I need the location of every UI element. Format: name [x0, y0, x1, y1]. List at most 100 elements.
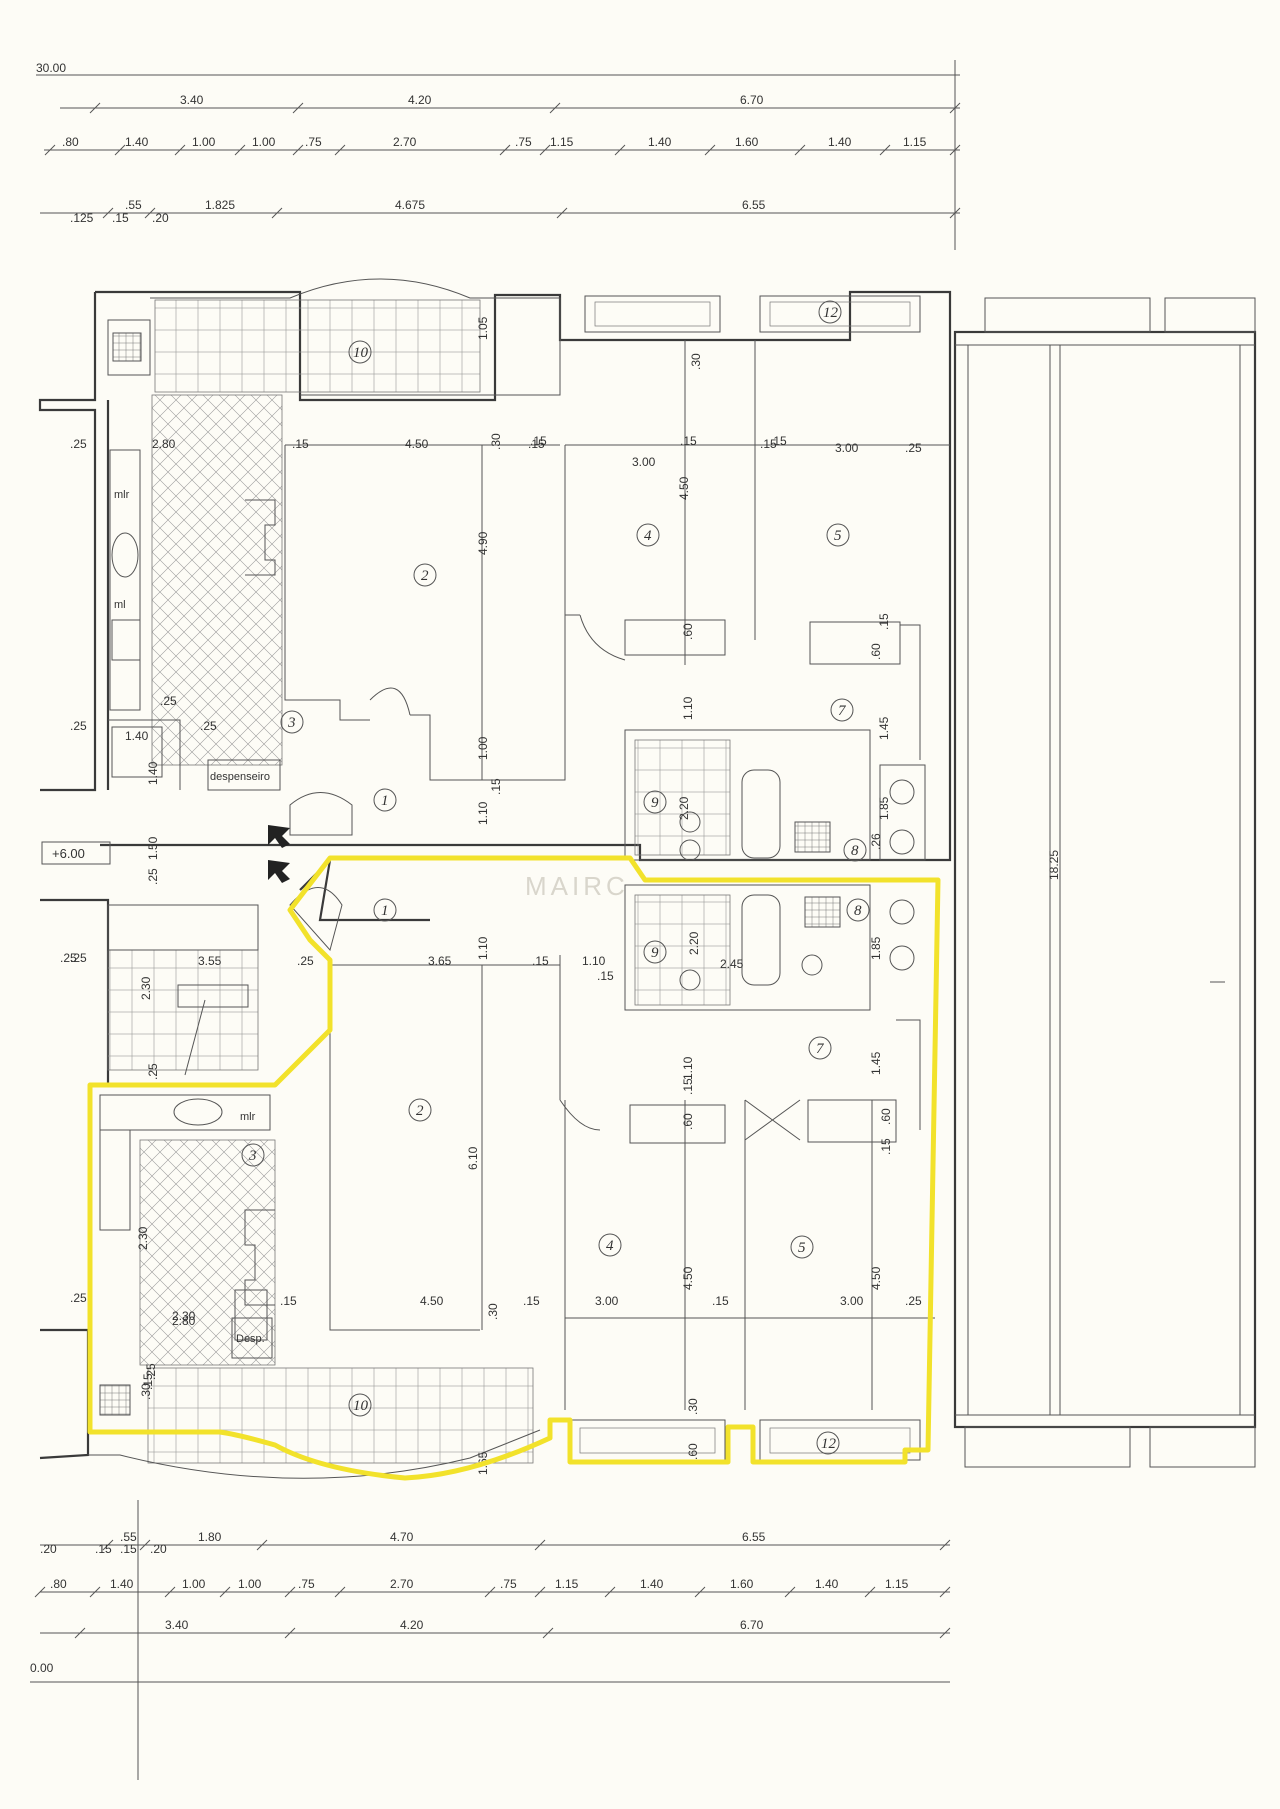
room-10-lower: 10: [353, 1398, 369, 1414]
dim-top-2-tick: [234, 144, 246, 156]
dim-bottom-2-label: 2.70: [390, 1577, 414, 1591]
room-9-lower: 9: [651, 945, 659, 961]
dim-bottom-2-tick: [89, 1586, 101, 1598]
dim-bottom-1-tick: [256, 1539, 268, 1551]
lower-dims-label: .30: [486, 1303, 500, 1320]
dim-bottom-2-tick: [604, 1586, 616, 1598]
upper-dims-label: .25: [200, 719, 217, 733]
upper-dims-label: .30: [489, 433, 503, 450]
room-9-upper: 9: [651, 795, 659, 811]
dim-bottom-2-tick: [284, 1586, 296, 1598]
dim-bottom-1-small-label: .15: [120, 1542, 137, 1556]
lower-dims-label: 4.50: [869, 1266, 883, 1290]
dim-top-3-label: 4.675: [395, 198, 425, 212]
lower-dims-label: 2.80: [172, 1314, 196, 1328]
upper-dims-label: .15: [530, 434, 547, 448]
upper-dims-label: 1.85: [877, 796, 891, 820]
upper-room-numbers: 10 12 2 4 5 7 3 1 9 8 despenseiro mlr ml: [114, 300, 867, 862]
lower-dims-label: .15: [597, 969, 614, 983]
upper-dims-label: 2.80: [152, 437, 176, 451]
cabinet-label-lower: mlr: [240, 1111, 256, 1123]
lower-dims-label: .25: [144, 1363, 158, 1380]
dim-bottom-2-label: 1.40: [110, 1577, 134, 1591]
room-12-upper: 12: [823, 305, 839, 321]
dim-top-3-small-label: .15: [112, 211, 129, 225]
room-3-lower: 3: [248, 1148, 257, 1164]
dim-top-3-tick: [949, 207, 961, 219]
lower-dims-label: .25: [297, 954, 314, 968]
lower-dims-label: 1.10: [681, 1056, 695, 1080]
dim-top-2-tick: [704, 144, 716, 156]
pantry-label-upper: despenseiro: [210, 771, 270, 783]
upper-dims-label: .15: [760, 437, 777, 451]
watermark: MAIRC: [525, 871, 629, 901]
dim-top-2-label: 1.15: [550, 135, 574, 149]
room-1-upper: 1: [381, 793, 389, 809]
pantry-label-lower: Desp.: [236, 1333, 265, 1345]
upper-dims-label: 1.10: [681, 696, 695, 720]
lower-dims-label: .15: [532, 954, 549, 968]
dim-top-2-label: 1.40: [125, 135, 149, 149]
dim-bottom-2-label: 1.00: [238, 1577, 262, 1591]
lower-dims-label: .15: [712, 1294, 729, 1308]
upper-apartment: [38, 278, 952, 883]
lower-dims-label: 3.00: [595, 1294, 619, 1308]
dim-bottom-2-label: 1.40: [815, 1577, 839, 1591]
lower-dims-label: 2.30: [136, 1226, 150, 1250]
dim-top-2-label: 1.00: [192, 135, 216, 149]
dim-top-2-label: 1.60: [735, 135, 759, 149]
dim-bottom-1-small-label: .20: [40, 1542, 57, 1556]
dim-top-2-tick: [114, 144, 126, 156]
dim-bottom-2-tick: [939, 1586, 951, 1598]
side-dimension: 18.25: [1047, 850, 1061, 880]
lower-dims-label: .15: [141, 1373, 155, 1390]
upper-dims-label: 4.50: [405, 437, 429, 451]
lower-dims-label: .25: [146, 1063, 160, 1080]
dim-bottom-3-tick: [74, 1627, 86, 1639]
dim-top-2-label: .75: [515, 135, 532, 149]
lower-dims-label: .25: [60, 951, 77, 965]
dim-top-2-tick: [292, 144, 304, 156]
upper-dims-label: .25: [905, 441, 922, 455]
lower-dims-label: 1.85: [869, 936, 883, 960]
upper-dims-label: 1.40: [125, 729, 149, 743]
dim-top-2-label: 1.15: [903, 135, 927, 149]
lower-dims-label: .15: [523, 1294, 540, 1308]
dim-bottom-3-label: 4.20: [400, 1618, 424, 1632]
dim-bottom-1-tick: [102, 1539, 114, 1551]
dim-top-2-tick: [334, 144, 346, 156]
room-1-lower: 1: [381, 903, 389, 919]
dim-top-2-tick: [794, 144, 806, 156]
upper-dims-label: .25: [160, 694, 177, 708]
upper-dims-label: .25: [70, 719, 87, 733]
cabinet-label-upper-2: ml: [114, 599, 126, 611]
room-2-upper: 2: [421, 568, 429, 584]
dim-top-1-label: 3.40: [180, 93, 204, 107]
upper-dims-label: .60: [869, 643, 883, 660]
upper-dims-label: 1.40: [146, 761, 160, 785]
room-7-upper: 7: [838, 703, 847, 719]
lower-dims-label: .60: [879, 1108, 893, 1125]
dim-bottom-2-label: 1.15: [885, 1577, 909, 1591]
dim-top-2-tick: [499, 144, 511, 156]
room-5-upper: 5: [834, 528, 842, 544]
lower-dims-label: .25: [905, 1294, 922, 1308]
lower-apartment: [39, 856, 935, 1479]
dim-bottom-1-small-label: .20: [150, 1542, 167, 1556]
dim-bottom-2-tick: [784, 1586, 796, 1598]
upper-dims-label: .60: [681, 623, 695, 640]
stair-level: +6.00: [41, 841, 111, 865]
dim-top-3-label: 1.825: [205, 198, 235, 212]
lower-dims-label: 3.55: [198, 954, 222, 968]
dim-bottom-2-label: .75: [500, 1577, 517, 1591]
lower-room-numbers: 1 9 8 7 2 3 4 5 10 12 Desp. mlr: [236, 898, 870, 1455]
dim-top-2-label: 1.00: [252, 135, 276, 149]
dim-top-2-label: 2.70: [393, 135, 417, 149]
lower-dims-label: .15: [879, 1138, 893, 1155]
lower-dims-label: .30: [139, 1383, 153, 1400]
dim-top-3-tick: [102, 207, 114, 219]
dim-top-1-label: 6.70: [740, 93, 764, 107]
dim-bottom-2-tick: [694, 1586, 706, 1598]
dim-bottom-2-label: .80: [50, 1577, 67, 1591]
